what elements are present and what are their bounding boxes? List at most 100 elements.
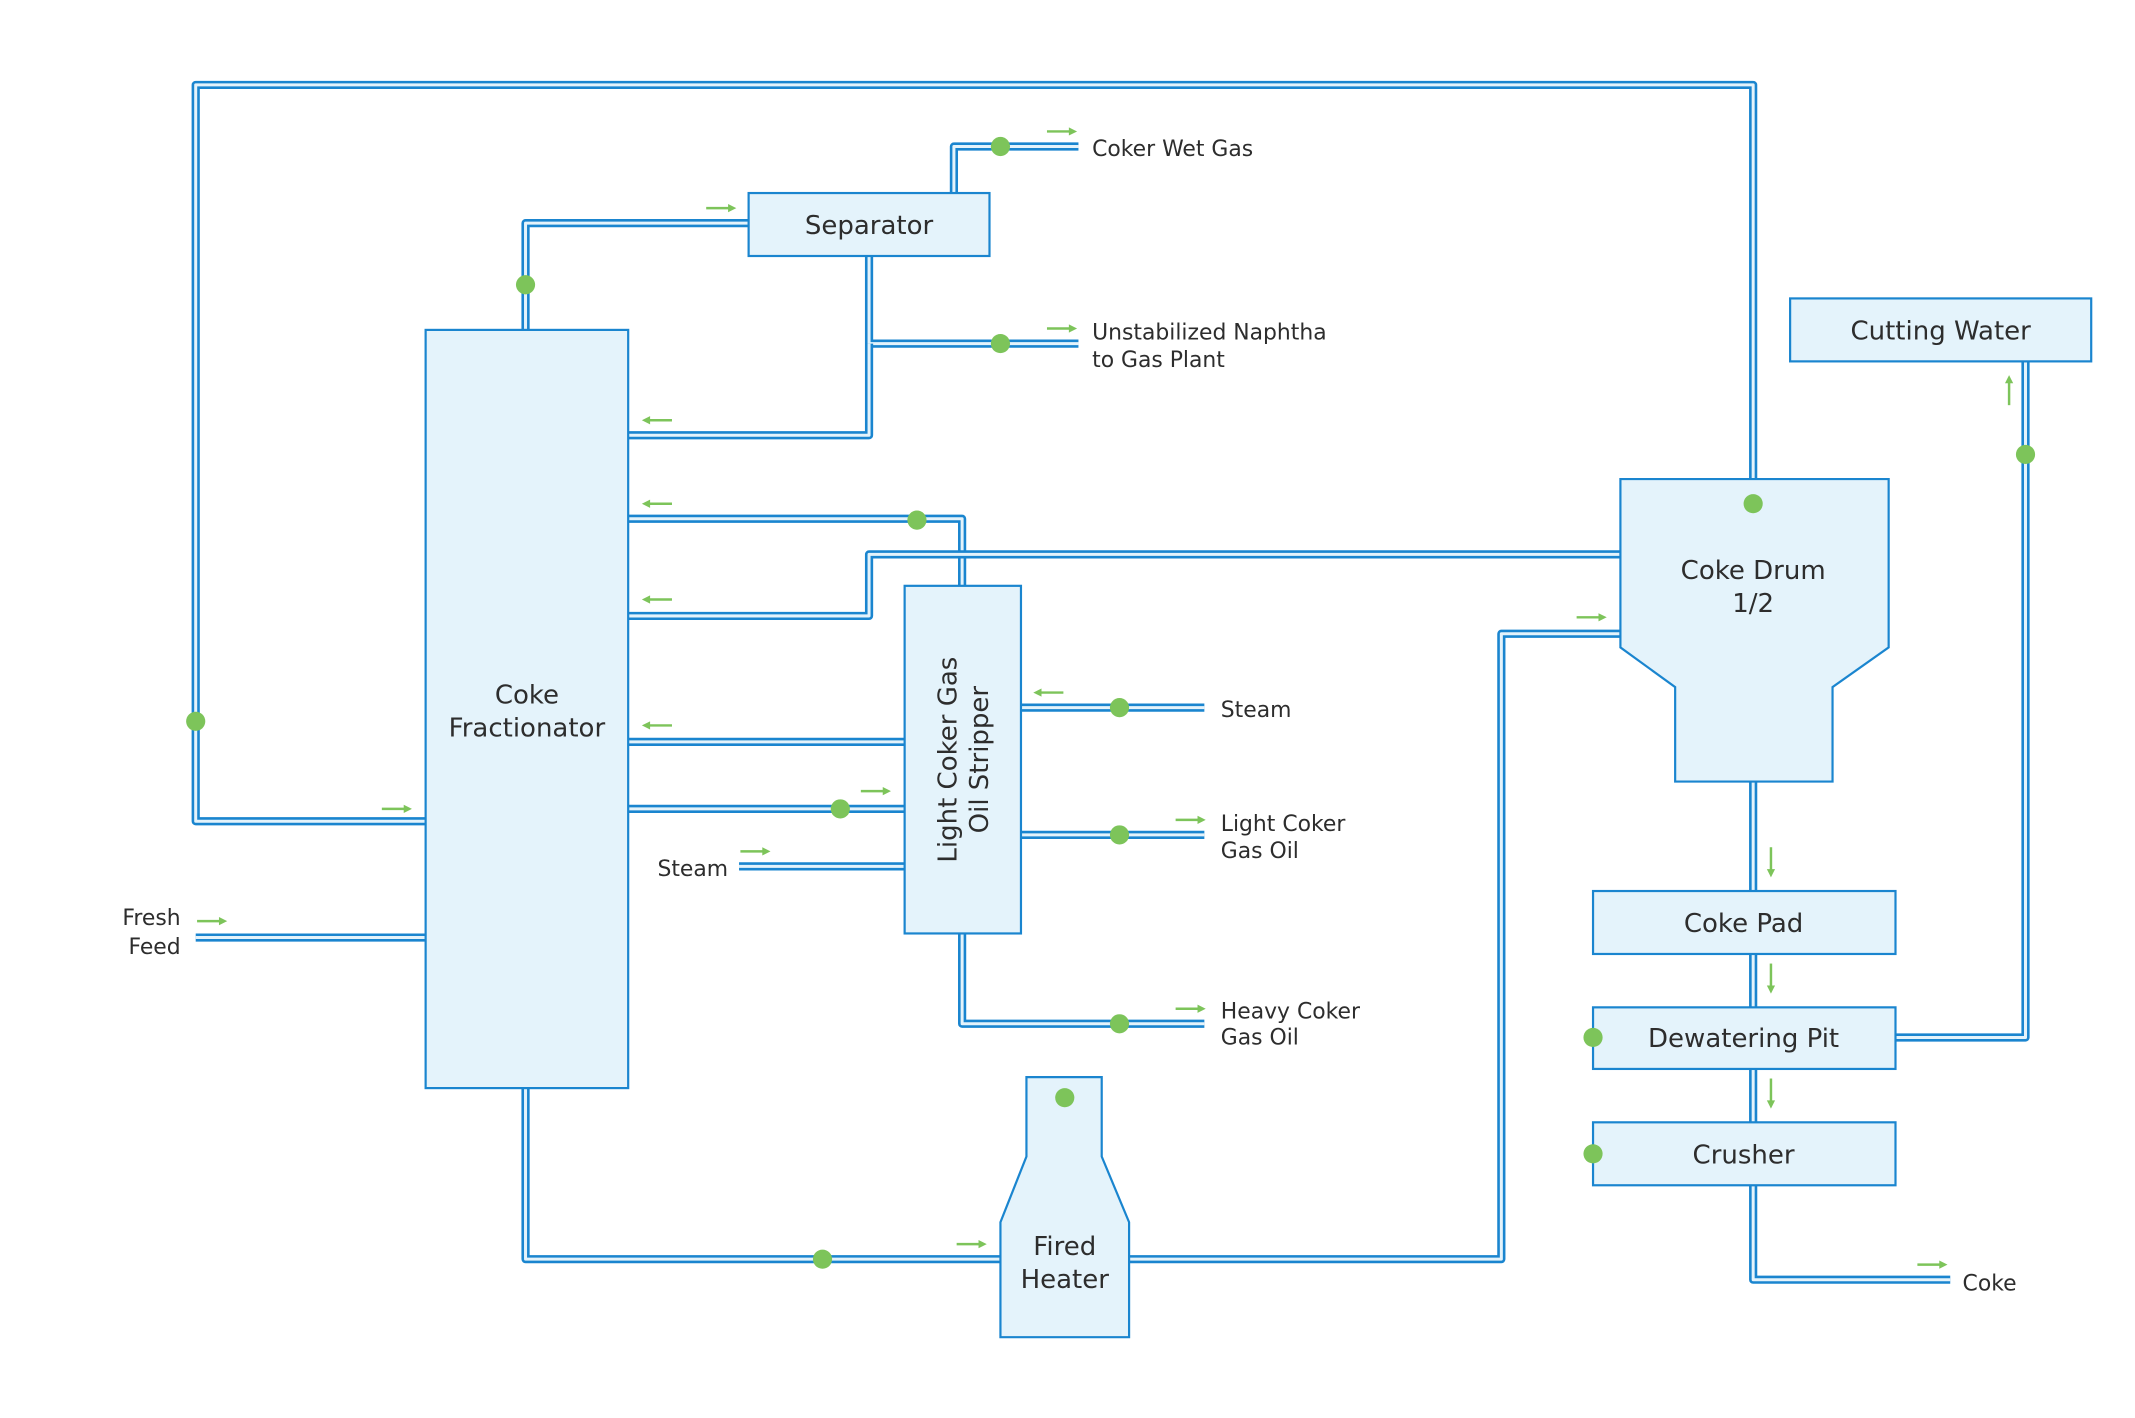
flow-dot [515,275,536,295]
crusher-shape [1591,1121,1897,1187]
pipe-drum-vapor [628,550,1621,621]
pipe-fractionator-to-separator-outer [521,219,749,330]
flow-arrow-icon [1175,815,1206,824]
coke-drum-label-2: 1/2 [1732,589,1774,619]
flow-dot [1055,1088,1075,1108]
flow-arrow-icon [1766,963,1776,994]
pipe-coker-wet-gas [949,142,1079,194]
pipe-heater-to-drum [1129,629,1621,1264]
flow-dot [990,334,1011,354]
flow-arrow-icon [1046,127,1078,136]
coke-drum-shape [1619,477,1890,783]
pipe-fractionator-to-stripper-top [628,514,967,586]
flow-arrow-icon [1917,1260,1948,1269]
pipe-heater-to-drum-inner [1129,632,1621,1261]
pipe-drum-vapor-inner [628,552,1621,618]
coke-fractionator-label-1: Coke [495,681,559,711]
pipe-coke-out-inner [1751,1185,1951,1282]
flow-dot [1109,698,1130,718]
pipe-naphtha-inner [867,255,1079,346]
pipe-fractionator-bottoms-inner [524,1088,1001,1261]
pipe-coke-out [1749,1185,1951,1284]
flow-arrow-icon [197,917,228,926]
coker-wet-gas-label: Coker Wet Gas [1092,137,1253,162]
cutting-water: Cutting Water [1789,297,2093,363]
flow-dot [907,510,927,530]
crusher: Crusher [1591,1121,1897,1187]
flow-dot [1583,1144,1603,1164]
pipe-naphtha-outer [864,255,1079,348]
flow-dot [1109,825,1130,845]
cutting-water-shape [1789,297,2093,363]
light-coker-gas-oil-stripper: Light Coker Gas Oil Stripper [903,584,1023,935]
flow-dot [2015,444,2036,465]
pipes [191,80,2030,1284]
pipe-heater-to-drum-outer [1129,629,1621,1264]
pipe-coker-wet-gas-outer [949,142,1079,194]
fresh-feed-label-2: Feed [128,935,180,960]
flow-dot [830,799,850,819]
pipe-fractionator-to-stripper-top-inner [628,517,964,586]
pipe-reflux-inner [628,343,871,437]
pipe-fractionator-to-separator-inner [524,221,749,330]
fired-heater-shape [999,1076,1131,1339]
fired-heater: Fired Heater [999,1076,1131,1339]
pipe-recycle-loop [191,80,1758,826]
flow-arrow-icon [2004,375,2014,406]
flow-dot [186,711,206,731]
flow-arrow-icon [1046,324,1078,333]
flow-arrow-icon [740,847,771,856]
dewatering-pit: Dewatering Pit [1591,1006,1897,1071]
fired-heater-label-2: Heater [1021,1265,1110,1295]
pipe-heavy-coker-gas-oil-outer [958,933,1205,1028]
pipe-heavy-coker-gas-oil [958,933,1205,1028]
flow-arrow-icon [1576,613,1607,622]
pipe-fractionator-bottoms-outer [521,1088,1001,1264]
steam-stripper-label: Steam [1221,698,1292,723]
flow-arrow-icon [641,595,672,604]
coke-pad-shape [1591,889,1897,956]
separator-shape [747,191,991,258]
flow-arrow-icon [1175,1004,1206,1013]
naphtha-label-1: Unstabilized Naphtha [1092,320,1327,345]
flow-arrow-icon [956,1240,987,1249]
flow-arrow-icon [706,203,737,213]
stripper-label-2: Oil Stripper [965,686,995,834]
flow-arrow-icon [1766,1078,1776,1109]
stripper-label-1: Light Coker Gas [934,657,964,863]
heavy-coker-gas-oil-label-1: Heavy Coker [1221,999,1360,1024]
flow-dot [990,136,1011,157]
light-coker-gas-oil-label-2: Gas Oil [1221,839,1299,864]
pipe-fractionator-to-separator [521,219,749,330]
pipe-coker-wet-gas-inner [952,145,1079,194]
flow-arrow-icon [1033,688,1064,697]
separator-label: Separator [805,211,934,241]
flow-dot [1743,494,1763,514]
pipe-reflux-outer [628,343,874,440]
pipe-naphtha [864,255,1079,348]
dewatering-pit-shape [1591,1006,1897,1071]
flow-markers [186,127,2036,1269]
coke-pad: Coke Pad [1591,889,1897,956]
crusher-label: Crusher [1693,1140,1795,1170]
pipe-recycle-loop-inner [194,83,1755,823]
pipe-water-recycle-outer [1895,361,2030,1042]
flow-arrow-icon [641,499,672,508]
coke-pad-label: Coke Pad [1684,909,1803,939]
steam-fractionator-label: Steam [657,857,728,882]
pipe-heavy-coker-gas-oil-inner [960,933,1205,1026]
naphtha-label-2: to Gas Plant [1092,348,1225,373]
pipe-water-recycle-inner [1895,361,2028,1039]
coke-product-label: Coke [1963,1272,2017,1297]
pipe-fractionator-bottoms [521,1088,1001,1264]
fresh-feed-label-1: Fresh [122,906,180,931]
separator: Separator [747,191,991,258]
cutting-water-label: Cutting Water [1850,316,2031,346]
flow-arrow-icon [381,804,412,814]
coke-drum: Coke Drum 1/2 [1619,477,1890,783]
pipe-drum-vapor-outer [628,550,1621,621]
coke-fractionator-shape [424,328,630,1090]
flow-arrow-icon [1766,847,1776,878]
